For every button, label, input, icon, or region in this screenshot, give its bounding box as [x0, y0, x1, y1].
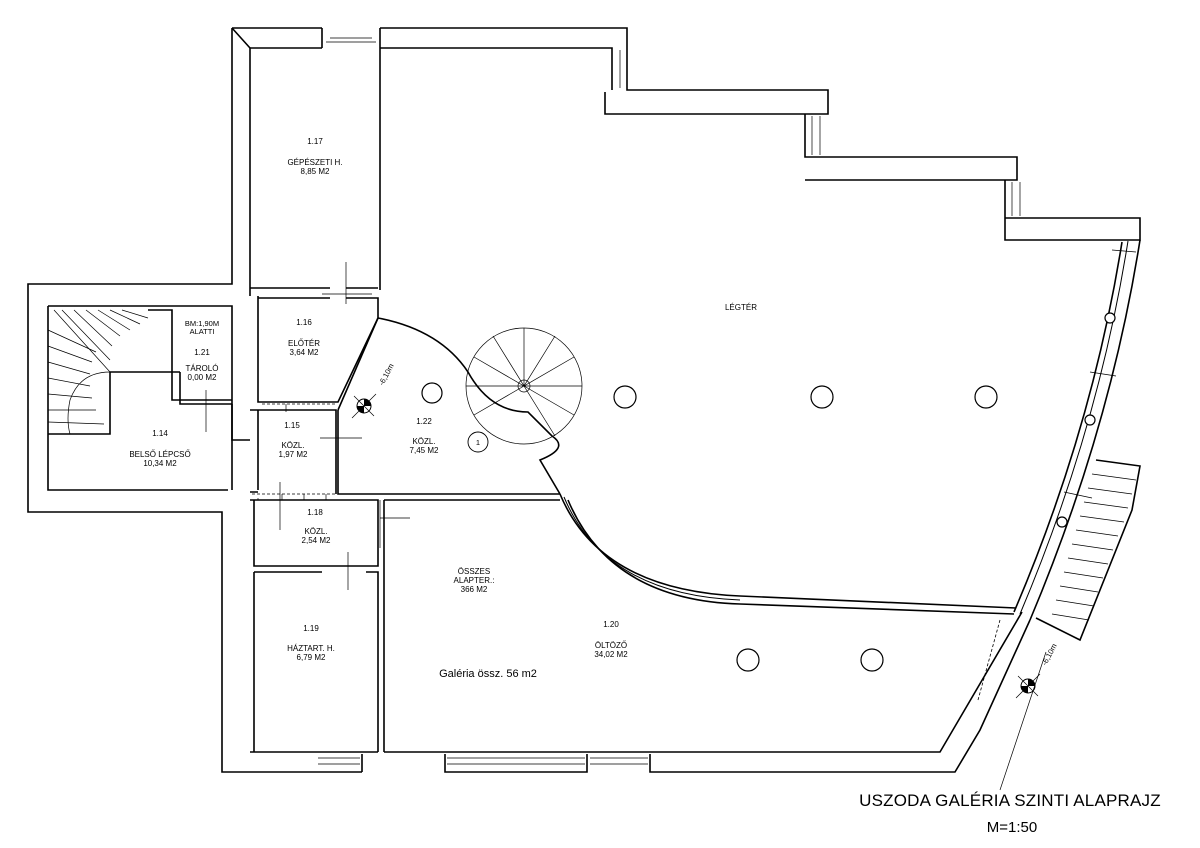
room-name: GÉPÉSZETI H.	[287, 158, 342, 167]
room-area: 1,97 M2	[279, 450, 308, 459]
room-area: 7,45 M2	[410, 446, 439, 455]
room-1-14: 1.14 BELSŐ LÉPCSŐ 10,34 M2	[129, 429, 190, 468]
total-area-value: 366 M2	[461, 585, 488, 594]
room-header-line2: ALATTI	[190, 327, 215, 336]
gallery-note: Galéria össz. 56 m2	[439, 668, 537, 680]
room-name: TÁROLÓ	[186, 364, 219, 373]
drawing-scale: M=1:50	[987, 819, 1037, 836]
room-id: 1.16	[296, 318, 312, 327]
room-area: 8,85 M2	[301, 167, 330, 176]
legter-label: LÉGTÉR	[725, 303, 757, 312]
room-id: 1.18	[307, 508, 323, 517]
room-id: 1.19	[303, 624, 319, 633]
room-1-16: 1.16 ELŐTÉR 3,64 M2	[288, 318, 320, 357]
room-area: 34,02 M2	[594, 650, 628, 659]
outer-walls	[27, 27, 1141, 773]
room-id: 1.14	[152, 429, 168, 438]
room-area: 3,64 M2	[290, 348, 319, 357]
room-name: KÖZL.	[304, 527, 327, 536]
room-name: KÖZL.	[412, 437, 435, 446]
level-marker-right	[977, 619, 1047, 791]
curved-corridor	[47, 309, 1017, 615]
room-1-15: 1.15 KÖZL. 1,97 M2	[279, 421, 308, 459]
total-area-line1: ÖSSZES	[458, 567, 490, 576]
east-facade	[1013, 239, 1141, 642]
total-area-line2: ALAPTER.:	[454, 576, 495, 585]
room-id: 1.22	[416, 417, 432, 426]
room-area: 2,54 M2	[302, 536, 331, 545]
level-label-left: -6,10m	[377, 362, 396, 387]
room-id: 1.17	[307, 137, 323, 146]
room-name: ÖLTÖZŐ	[595, 641, 627, 650]
room-1-19: 1.19 HÁZTART. H. 6,79 M2	[287, 624, 335, 662]
room-id: 1.20	[603, 620, 619, 629]
room-1-22: 1.22 KÖZL. 7,45 M2	[410, 417, 439, 455]
level-marker-left	[351, 393, 377, 419]
level-label-right: -6,10m	[1040, 642, 1059, 667]
total-area: ÖSSZES ALAPTER.: 366 M2	[454, 567, 495, 594]
room-1-17: 1.17 GÉPÉSZETI H. 8,85 M2	[287, 137, 342, 176]
room-area: 10,34 M2	[143, 459, 177, 468]
columns	[421, 382, 998, 672]
room-id: 1.15	[284, 421, 300, 430]
room-1-20: 1.20 ÖLTÖZŐ 34,02 M2	[594, 620, 628, 659]
room-1-21: BM:1,90M ALATTI 1.21 TÁROLÓ 0,00 M2	[185, 319, 219, 382]
room-id: 1.21	[194, 348, 210, 357]
room-area: 6,79 M2	[297, 653, 326, 662]
room-name: KÖZL.	[281, 441, 304, 450]
drawing-title: USZODA GALÉRIA SZINTI ALAPRAJZ	[859, 791, 1161, 810]
room-header-line1: BM:1,90M	[185, 319, 219, 328]
room-area: 0,00 M2	[188, 373, 217, 382]
circle-tag: 1	[467, 431, 489, 453]
partitions	[48, 262, 560, 752]
room-name: HÁZTART. H.	[287, 644, 335, 653]
circle-tag-label: 1	[476, 438, 480, 447]
room-1-18: 1.18 KÖZL. 2,54 M2	[302, 508, 331, 545]
room-name: BELSŐ LÉPCSŐ	[129, 450, 190, 459]
room-name: ELŐTÉR	[288, 339, 320, 348]
